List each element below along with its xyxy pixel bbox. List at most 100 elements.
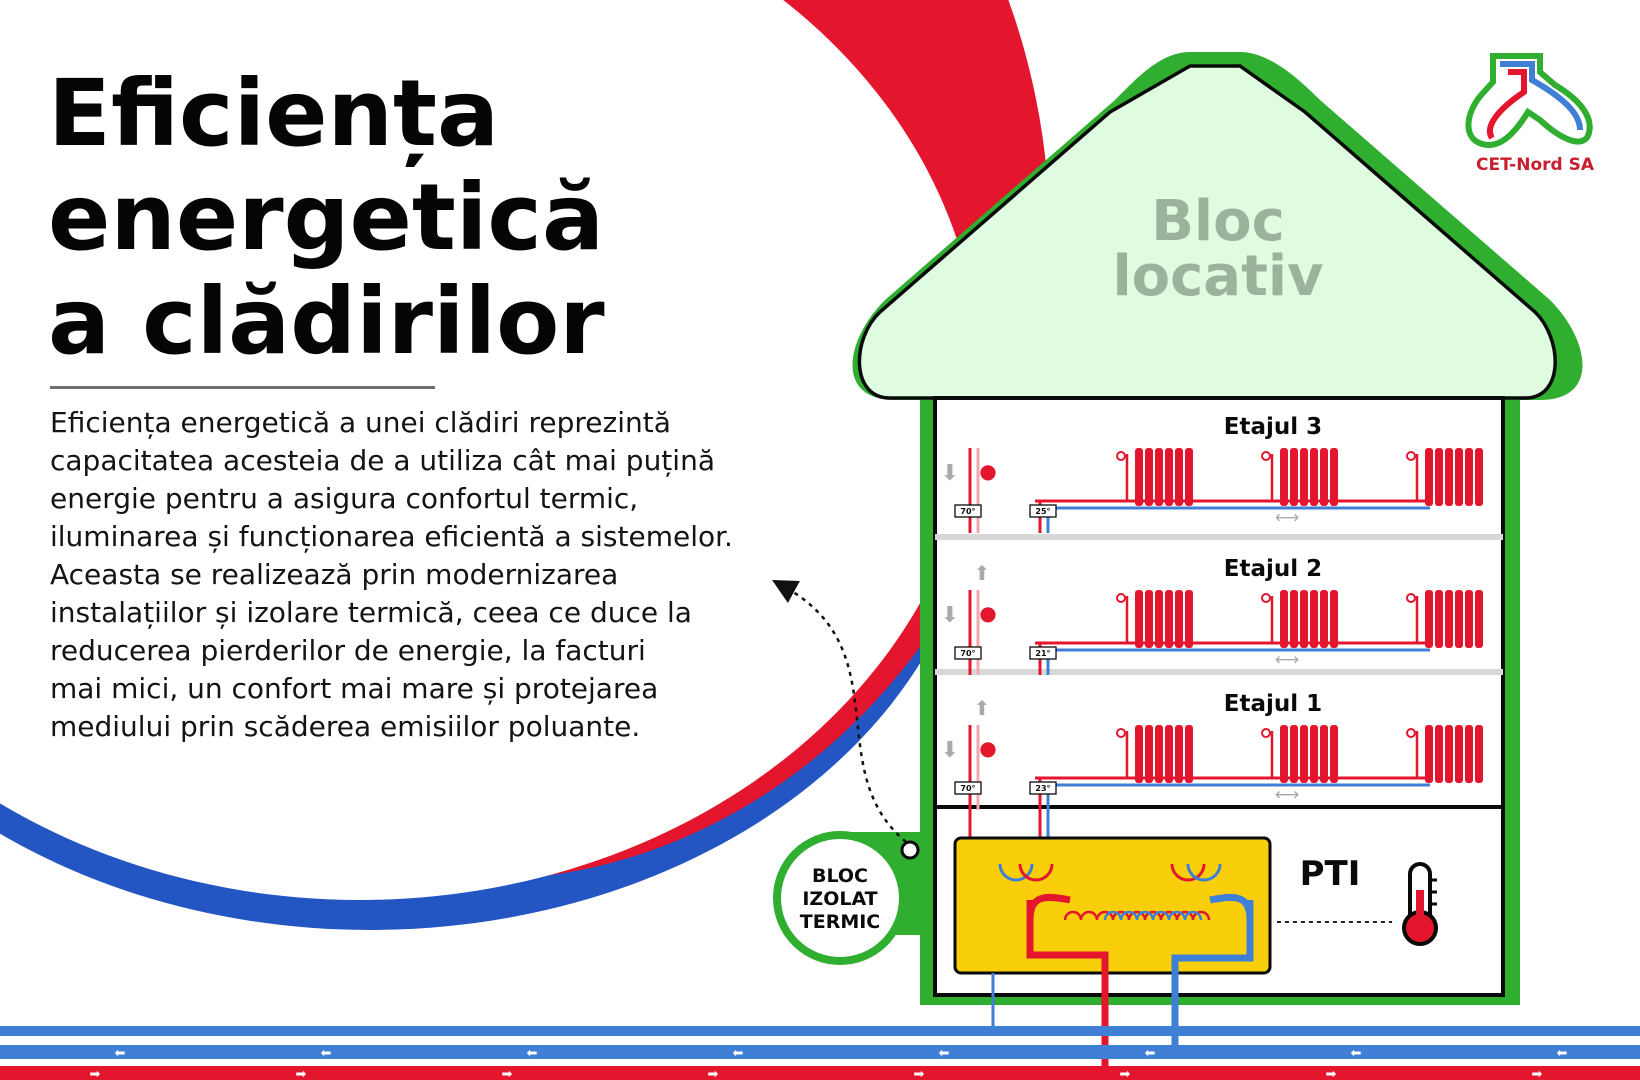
main-pipe-cold xyxy=(0,1045,1640,1059)
svg-text:70°: 70° xyxy=(960,649,975,658)
roof-label: Bloc xyxy=(1151,189,1285,254)
page-title: Eficiența energetică a clădirilor xyxy=(48,62,605,374)
roof-label: locativ xyxy=(1112,244,1323,309)
svg-text:25°: 25° xyxy=(1035,507,1050,516)
temp-tag-supply: 70° xyxy=(954,504,982,518)
svg-text:70°: 70° xyxy=(960,507,975,516)
description-line: Eficiența energetică a unei clădiri repr… xyxy=(50,406,671,439)
description-line: mai mici, un confort mai mare și proteja… xyxy=(50,672,659,705)
description-line: reducerea pierderilor de energie, la fac… xyxy=(50,634,646,667)
pti-heat-exchanger xyxy=(953,836,1272,975)
flow-arrow-right-icon: ➡ xyxy=(1532,1067,1543,1080)
thermometer-icon xyxy=(1402,862,1438,946)
floors-layer: Etajul 3⟷●⬇70°25°Etajul 2⟷●⬇⬆70°21°Etaju… xyxy=(941,414,1483,838)
flow-arrow-left-icon: ⬅ xyxy=(1351,1046,1362,1061)
white-arc-panel xyxy=(0,0,980,900)
description-line: iluminarea și funcționarea eficientă a s… xyxy=(50,520,733,553)
exchanger-coil xyxy=(1103,910,1203,921)
radiator-icon xyxy=(1116,590,1193,648)
title-line: a clădirilor xyxy=(48,268,605,375)
floor-section: Etajul 2 ⟷ ● ⬇ ⬆ 70° 21° xyxy=(941,556,1483,675)
flow-arrow-left-icon: ⬅ xyxy=(321,1046,332,1061)
loop-connector-left xyxy=(1018,863,1054,882)
balance-arrow-icon: ⟷ xyxy=(1275,508,1299,528)
floor-label: Etajul 3 xyxy=(1224,414,1322,440)
floor-section: Etajul 3 ⟷ ● ⬇ 70° 25° xyxy=(941,414,1483,533)
description-line: Aceasta se realizează prin modernizarea xyxy=(50,558,619,591)
down-arrow-icon: ⬇ xyxy=(941,738,959,763)
badge-circle xyxy=(773,831,907,965)
badge-text: IZOLAT xyxy=(802,888,877,910)
water-drop-icon: ● xyxy=(979,736,996,760)
badge-text: BLOC xyxy=(812,865,868,887)
radiator-icon xyxy=(1406,590,1483,648)
logo-mark xyxy=(1500,61,1583,131)
cold-coil xyxy=(1209,893,1254,921)
loop-connector-right xyxy=(1186,863,1222,882)
temp-tag-room: 23° xyxy=(1029,781,1057,795)
description-line: instalațiilor și izolare termică, ceea c… xyxy=(50,596,692,629)
logo-mark xyxy=(1487,69,1527,140)
floor-label: Etajul 1 xyxy=(1224,691,1322,717)
mains-arrows: ⬅➡⬅➡⬅➡⬅➡⬅➡⬅➡⬅➡⬅➡ xyxy=(90,1046,1568,1080)
flow-arrow-left-icon: ⬅ xyxy=(939,1046,950,1061)
floor-label: Etajul 2 xyxy=(1224,556,1322,582)
description-line: mediului prin scăderea emisiilor poluant… xyxy=(50,710,641,743)
svg-text:23°: 23° xyxy=(1035,784,1050,793)
up-arrow-icon: ⬆ xyxy=(974,561,991,585)
title-line: Eficiența xyxy=(48,60,500,167)
hot-pipe xyxy=(1026,900,1109,1075)
loop-connector-left xyxy=(998,863,1034,882)
flow-arrow-right-icon: ➡ xyxy=(502,1067,513,1080)
floor-slab xyxy=(935,534,1503,540)
description-paragraph: Eficiența energetică a unei clădiri repr… xyxy=(50,404,820,746)
main-pipe-cold xyxy=(0,1026,1640,1036)
flow-arrow-left-icon: ⬅ xyxy=(1145,1046,1156,1061)
balance-arrow-icon: ⟷ xyxy=(1275,650,1299,670)
title-line: energetică xyxy=(48,164,605,271)
temp-tag-room: 25° xyxy=(1029,504,1057,518)
flow-arrow-right-icon: ➡ xyxy=(1120,1067,1131,1080)
roof-area xyxy=(857,64,1557,400)
badge-anchor-dot xyxy=(900,840,920,860)
cold-pipe xyxy=(1171,900,1254,1045)
down-arrow-icon: ⬇ xyxy=(941,461,959,486)
radiator-icon xyxy=(1116,448,1193,506)
svg-text:70°: 70° xyxy=(960,784,975,793)
loop-connector-right xyxy=(1170,863,1206,882)
floor-section: Etajul 1 ⟷ ● ⬇ ⬆ 70° 23° xyxy=(941,691,1483,810)
flow-arrow-left-icon: ⬅ xyxy=(115,1046,126,1061)
flow-arrow-right-icon: ➡ xyxy=(90,1067,101,1080)
flow-arrow-left-icon: ⬅ xyxy=(733,1046,744,1061)
description-line: energie pentru a asigura confortul termi… xyxy=(50,482,639,515)
temp-tag-supply: 70° xyxy=(954,646,982,660)
pti-label: PTI xyxy=(1300,854,1361,894)
title-underline xyxy=(50,386,435,389)
down-arrow-icon: ⬇ xyxy=(941,603,959,628)
dotted-pointer-arrow xyxy=(772,579,907,843)
balance-arrow-icon: ⟷ xyxy=(1275,785,1299,805)
logo-mark xyxy=(1465,53,1593,148)
svg-text:21°: 21° xyxy=(1035,649,1050,658)
water-drop-icon: ● xyxy=(979,459,996,483)
radiator-icon xyxy=(1261,590,1338,648)
temp-tag-supply: 70° xyxy=(954,781,982,795)
flow-arrow-right-icon: ➡ xyxy=(914,1067,925,1080)
temp-tag-room: 21° xyxy=(1029,646,1057,660)
floor-slab xyxy=(935,669,1503,675)
exchanger-coil xyxy=(1063,910,1211,921)
logo-name: CET-Nord SA xyxy=(1476,155,1595,175)
flow-arrow-left-icon: ⬅ xyxy=(527,1046,538,1061)
water-drop-icon: ● xyxy=(979,601,996,625)
hot-coil xyxy=(1026,893,1071,921)
flow-arrow-right-icon: ➡ xyxy=(708,1067,719,1080)
badge-text: TERMIC xyxy=(800,911,881,933)
radiator-icon xyxy=(1406,448,1483,506)
up-arrow-icon: ⬆ xyxy=(974,696,991,720)
radiator-icon xyxy=(1261,448,1338,506)
radiator-icon xyxy=(1116,725,1193,783)
radiator-icon xyxy=(1261,725,1338,783)
cet-nord-logo: CET-Nord SA xyxy=(1465,53,1595,175)
ground-floor-divider xyxy=(935,805,1503,809)
